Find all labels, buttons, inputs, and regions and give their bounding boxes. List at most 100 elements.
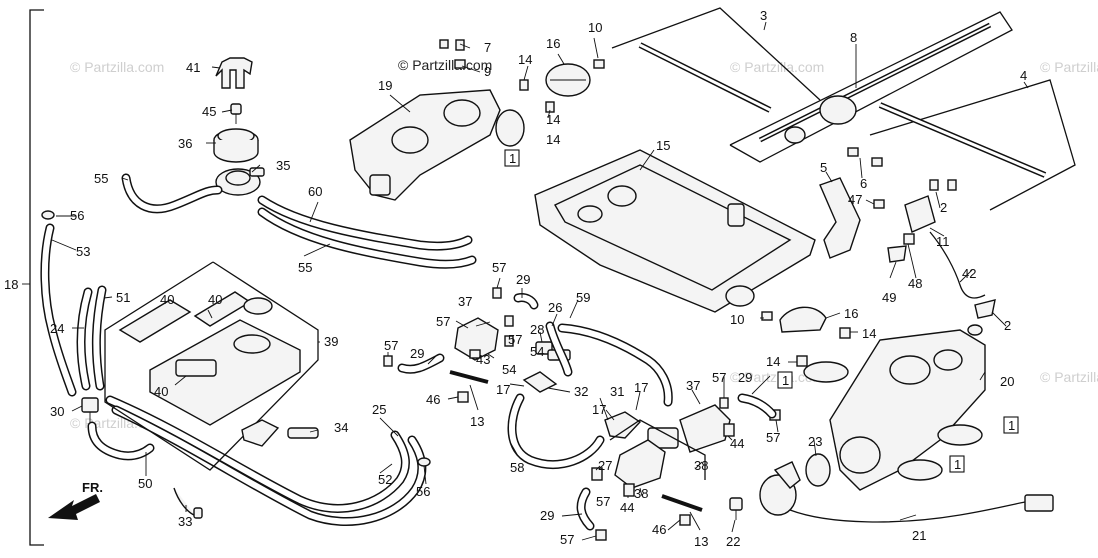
hose-60: [257, 195, 473, 251]
bracket-4: [869, 79, 1076, 211]
cap-16-top: [545, 63, 591, 97]
callout-29: 29: [410, 346, 424, 361]
callout-10: 10: [730, 312, 744, 327]
callout-28: 28: [530, 322, 544, 337]
svg-text:1: 1: [509, 151, 516, 166]
callout-31: 31: [610, 384, 624, 399]
tray-15: [534, 149, 816, 313]
throttle-body-19: [349, 89, 501, 201]
callout-17: 17: [592, 402, 606, 417]
callout-22: 22: [726, 534, 740, 549]
callout-2: 2: [940, 200, 947, 215]
callout-23: 23: [808, 434, 822, 449]
clamp-13-left: [449, 370, 489, 384]
callout-labels: 7 9 19 14 16 10 14 14 15 41 45 36 35 55 …: [4, 8, 1027, 549]
front-label: FR.: [82, 480, 103, 495]
cap-16-mid: [779, 306, 827, 333]
clip-41: [215, 57, 253, 89]
callout-50: 50: [138, 476, 152, 491]
washer-14-mid: [796, 327, 851, 367]
callout-51: 51: [116, 290, 130, 305]
callout-38: 38: [634, 486, 648, 501]
brand-watermark: © Partzilla.com: [398, 57, 492, 73]
watermark: © Partzilla.com: [1040, 59, 1098, 75]
callout-56: 56: [70, 208, 84, 223]
callout-55: 55: [94, 171, 108, 186]
bracket-3: [611, 7, 821, 101]
wire-21: [789, 501, 1026, 523]
wire-42: [929, 231, 986, 299]
callout-49: 49: [882, 290, 896, 305]
seal-1-lower: [897, 424, 983, 481]
bolt-45: [230, 103, 242, 124]
valve-37-right: [647, 404, 731, 453]
clip-56-bottom: [417, 457, 431, 467]
bolt-47: [873, 199, 885, 209]
bolt-10-mid: [761, 311, 773, 321]
callout-16: 16: [844, 306, 858, 321]
callout-57: 57: [766, 430, 780, 445]
callout-54: 54: [530, 344, 544, 359]
joint-31: [604, 411, 642, 439]
callout-29: 29: [738, 370, 752, 385]
callout-13: 13: [694, 534, 708, 549]
bracket-38: [609, 419, 706, 489]
front-arrow: FR.: [48, 480, 103, 520]
callout-44: 44: [730, 436, 744, 451]
callout-43: 43: [476, 352, 490, 367]
callout-57: 57: [492, 260, 506, 275]
callout-15: 15: [656, 138, 670, 153]
callout-44: 44: [620, 500, 634, 515]
throttle-body-20: [829, 329, 986, 491]
callout-46: 46: [652, 522, 666, 537]
ref-box-1: 1 1 1 1: [504, 149, 1019, 473]
callout-20: 20: [1000, 374, 1014, 389]
callout-14: 14: [862, 326, 876, 341]
valve-37-left: [454, 317, 499, 361]
callout-56: 56: [416, 484, 430, 499]
watermark: © Partzilla.com: [1040, 369, 1098, 385]
bracket-8: [729, 11, 1013, 163]
leader-lines: [51, 21, 1029, 541]
callout-8: 8: [850, 30, 857, 45]
callout-29: 29: [516, 272, 530, 287]
callout-40: 40: [208, 292, 222, 307]
watermark: © Partzilla.com: [730, 59, 824, 75]
callout-5: 5: [820, 160, 827, 175]
svg-text:1: 1: [782, 373, 789, 388]
bolt-49: [903, 233, 915, 245]
bolt-22: [729, 497, 743, 520]
callout-17: 17: [634, 380, 648, 395]
callout-36: 36: [178, 136, 192, 151]
callout-13: 13: [470, 414, 484, 429]
connector-21: [1024, 494, 1054, 512]
callout-30: 30: [50, 404, 64, 419]
watermark: © Partzilla.com: [730, 369, 824, 385]
callout-17: 17: [496, 382, 510, 397]
callout-37: 37: [686, 378, 700, 393]
seal-1-right: [803, 361, 849, 383]
joint-30: [81, 397, 99, 424]
callout-19: 19: [378, 78, 392, 93]
callout-24: 24: [50, 321, 64, 336]
callout-29: 29: [540, 508, 554, 523]
callout-55: 55: [298, 260, 312, 275]
callout-42: 42: [962, 266, 976, 281]
callout-57: 57: [560, 532, 574, 547]
sensor-11: [904, 195, 936, 233]
svg-text:1: 1: [1008, 418, 1015, 433]
callout-26: 26: [548, 300, 562, 315]
callout-41: 41: [186, 60, 200, 75]
callout-58: 58: [510, 460, 524, 475]
valve-35: [215, 167, 265, 196]
joint-32: [522, 371, 558, 393]
hose-52: [105, 395, 410, 513]
callout-60: 60: [308, 184, 322, 199]
shaft-8: [758, 22, 992, 144]
rod-3: [638, 42, 772, 113]
callout-11: 11: [936, 234, 950, 249]
callout-57: 57: [384, 338, 398, 353]
bracket-39: [104, 261, 319, 471]
connector-2-lower: [967, 299, 996, 336]
